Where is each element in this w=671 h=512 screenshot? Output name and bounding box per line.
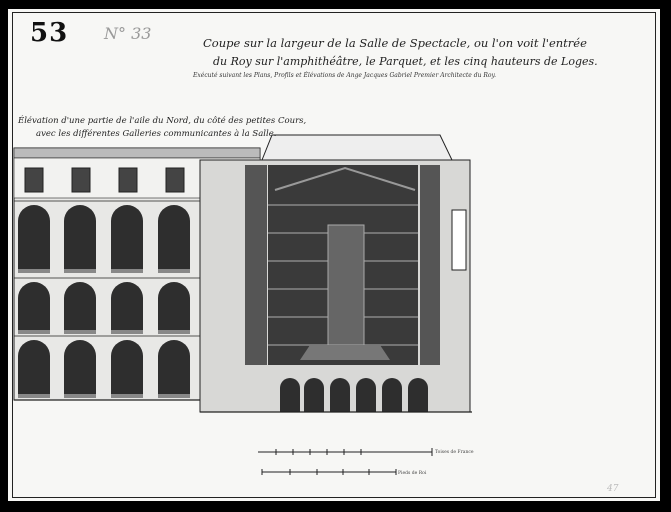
basement-arch [382, 378, 402, 412]
scale-label-1: Toises de France [435, 450, 474, 455]
reference-number: N° 33 [104, 24, 152, 43]
arch-balustrade [64, 394, 96, 398]
balustrade [13, 147, 261, 159]
arch-balustrade [111, 269, 143, 273]
parterre [300, 345, 390, 360]
side-gallery [420, 165, 440, 365]
arch-opening [18, 205, 50, 273]
side-window [451, 209, 467, 271]
elevation-caption-1: Élévation d'une partie de l'aile du Nord… [18, 116, 307, 126]
arch-balustrade [18, 330, 50, 334]
corner-mark: 47 [607, 484, 619, 494]
title-line-2: du Roy sur l'amphithéâtre, le Parquet, e… [213, 55, 598, 68]
arch-balustrade [18, 394, 50, 398]
arch-opening [64, 205, 96, 273]
arch-opening [18, 282, 50, 334]
arch-balustrade [158, 330, 190, 334]
arch-opening [18, 340, 50, 398]
sheet-number: 53 [30, 18, 69, 48]
arch-opening [158, 205, 190, 273]
arch-opening [64, 282, 96, 334]
basement-arch [356, 378, 376, 412]
attic-window [118, 167, 138, 193]
arch-balustrade [111, 330, 143, 334]
arch-opening [64, 340, 96, 398]
elevation-caption-2: avec les différentes Galleries communica… [36, 129, 277, 139]
arch-opening [111, 205, 143, 273]
attic-window [71, 167, 91, 193]
royal-box [327, 224, 365, 346]
arch-balustrade [111, 394, 143, 398]
roof [261, 134, 453, 161]
arch-balustrade [158, 394, 190, 398]
attic-window [24, 167, 44, 193]
arch-opening [111, 340, 143, 398]
attic-window [165, 167, 185, 193]
scale-label-2: Pieds de Roi [398, 471, 427, 476]
arch-balustrade [64, 269, 96, 273]
arch-balustrade [64, 330, 96, 334]
arch-balustrade [158, 269, 190, 273]
title-line-1: Coupe sur la largeur de la Salle de Spec… [203, 36, 587, 50]
roof-truss [274, 166, 416, 191]
basement-arch [304, 378, 324, 412]
arch-balustrade [18, 269, 50, 273]
border-frame [12, 12, 656, 498]
basement-arch [280, 378, 300, 412]
side-gallery [245, 165, 267, 365]
arch-opening [158, 340, 190, 398]
title-line-3: Exécuté suivant les Plans, Profils et Él… [193, 72, 496, 79]
basement-arch [330, 378, 350, 412]
basement-arch [408, 378, 428, 412]
arch-opening [111, 282, 143, 334]
arch-opening [158, 282, 190, 334]
